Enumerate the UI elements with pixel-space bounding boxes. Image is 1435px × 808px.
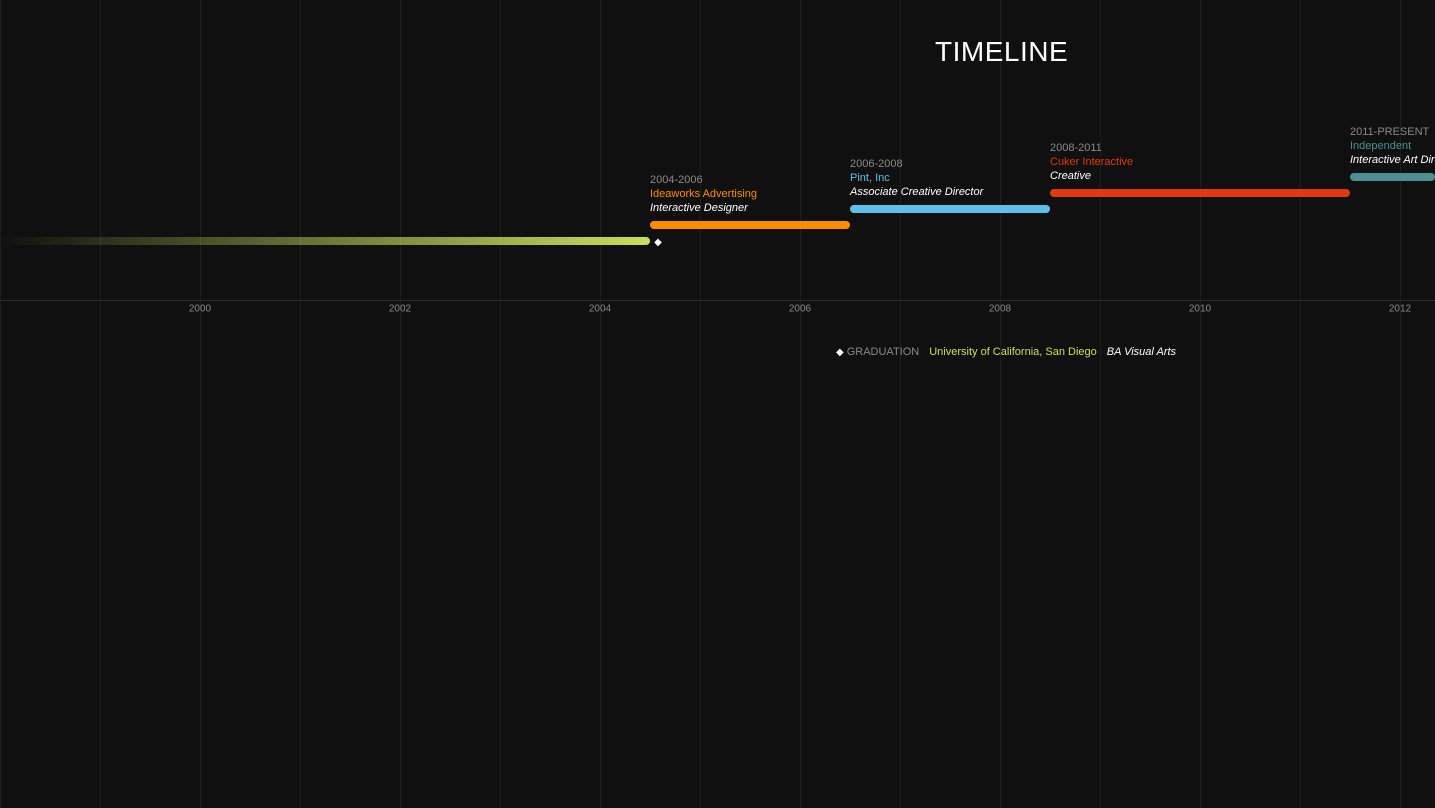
milestones: ◆	[654, 237, 662, 248]
graduation-label: GRADUATION	[846, 346, 920, 358]
entry-period: 2008-2011	[1050, 142, 1102, 154]
entry-company: Ideaworks Advertising	[650, 188, 757, 200]
x-tick-label: 2002	[389, 303, 412, 314]
timeline-bar	[650, 221, 850, 229]
x-tick-label: 2012	[1389, 303, 1412, 314]
entry-company: Cuker Interactive	[1050, 156, 1134, 168]
page-title: TIMELINE	[935, 36, 1069, 67]
entry-period: 2004-2006	[650, 174, 703, 186]
graduation-degree: BA Visual Arts	[1106, 346, 1177, 358]
graduation-legend: ◆GRADUATION University of California, San…	[836, 345, 1182, 360]
graduation-milestone-icon: ◆	[654, 237, 662, 248]
entry-role: Creative	[1050, 170, 1091, 182]
entry-role: Interactive Art Director	[1350, 154, 1435, 166]
timeline-bar	[850, 205, 1050, 213]
timeline-bars	[0, 173, 1435, 245]
entry-company: Independent	[1350, 140, 1412, 152]
entry-role: Associate Creative Director	[850, 186, 984, 198]
timeline-bar	[1350, 173, 1435, 181]
timeline-bar	[1050, 189, 1350, 197]
entry-period: 2011-PRESENT	[1350, 126, 1430, 138]
x-axis: 2000 2002 2004 2006 2008 2010 2012	[0, 300, 1435, 314]
graduation-school: University of California, San Diego	[929, 346, 1097, 358]
entry-role: Interactive Designer	[650, 202, 748, 214]
x-tick-label: 2010	[1189, 303, 1212, 314]
timeline-bar	[0, 237, 650, 245]
x-tick-label: 2004	[589, 303, 612, 314]
x-tick-label: 2008	[989, 303, 1012, 314]
grid-lines	[0, 0, 1401, 808]
entry-company: Pint, Inc	[850, 172, 890, 184]
graduation-diamond-icon: ◆	[836, 347, 844, 358]
entry-period: 2006-2008	[850, 158, 903, 170]
x-tick-label: 2006	[789, 303, 812, 314]
x-tick-label: 2000	[189, 303, 212, 314]
